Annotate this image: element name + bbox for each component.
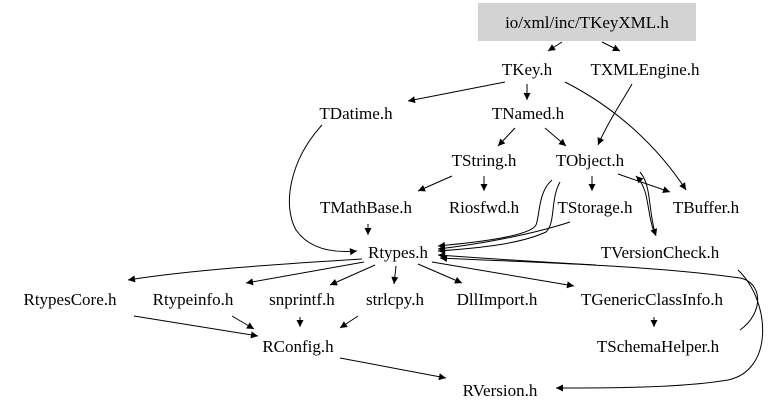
graph-nodes: io/xml/inc/TKeyXML.h TKey.h TXMLEngine.h… [23,3,740,400]
node-tmathbase[interactable]: TMathBase.h [320,198,413,217]
edge-rtypes-tgenericclassinfo [431,261,575,289]
edge-tobject-rtypes-a [437,179,553,249]
edge-tkey-tbuffer [564,81,687,191]
edge-strlcpy-rconfig [339,315,359,329]
edge-rtypes-rtypeinfo [245,261,365,286]
node-tkey[interactable]: TKey.h [502,60,553,79]
edge-tnamed-tobject [544,127,567,147]
node-rversion[interactable]: RVersion.h [463,381,538,400]
edge-tschemahelper-rtypes [439,254,759,331]
edge-rtypeinfo-rconfig [231,315,255,330]
node-tdatime[interactable]: TDatime.h [319,104,393,123]
node-dllimport[interactable]: DllImport.h [457,290,538,309]
node-rconfig[interactable]: RConfig.h [262,337,334,356]
edge-rtypes-rtypescore [127,258,363,283]
edge-root-tkey [547,41,563,52]
node-strlcpy[interactable]: strlcpy.h [366,290,424,309]
edge-rtypescore-rconfig [133,315,259,339]
node-root[interactable]: io/xml/inc/TKeyXML.h [505,13,669,32]
node-rtypescore[interactable]: RtypesCore.h [23,290,117,309]
edge-tdatime-rtypes [288,124,358,256]
node-rtypes[interactable]: Rtypes.h [368,243,428,262]
edge-txmlengine-tobject [597,83,633,146]
node-tgenericclassinfo[interactable]: TGenericClassInfo.h [581,290,724,309]
edge-rtypes-strlcpy [391,265,399,285]
graph-edges [127,41,764,392]
edge-tstorage-rtypes [437,221,571,252]
edge-tstring-tmathbase [417,175,453,192]
node-tschemahelper[interactable]: TSchemaHelper.h [597,337,720,356]
edge-root-txmlengine [601,41,621,52]
edge-tobject-rtypes-b [437,181,561,254]
edge-tobject-tbuffer [617,173,671,194]
node-tversioncheck[interactable]: TVersionCheck.h [601,243,720,262]
node-tnamed[interactable]: TNamed.h [492,104,565,123]
node-rtypeinfo[interactable]: Rtypeinfo.h [153,290,234,309]
edge-rtypes-dllimport [417,263,463,284]
node-snprintf[interactable]: snprintf.h [269,290,335,309]
edge-tnamed-tstring [497,127,516,147]
node-txmlengine[interactable]: TXMLEngine.h [590,60,700,79]
edge-tkey-tdatime [407,81,506,104]
node-riosfwd[interactable]: Riosfwd.h [449,198,520,217]
node-tstring[interactable]: TString.h [452,151,517,170]
edge-rconfig-rversion [339,357,447,381]
edge-rtypes-snprintf [329,264,376,286]
edge-tversioncheck-tobject [635,175,655,233]
node-tobject[interactable]: TObject.h [556,151,625,170]
edge-tversioncheck-rversion [555,269,764,392]
node-tbuffer[interactable]: TBuffer.h [673,198,740,217]
root-node-box [478,3,696,41]
node-tstorage[interactable]: TStorage.h [557,198,633,217]
